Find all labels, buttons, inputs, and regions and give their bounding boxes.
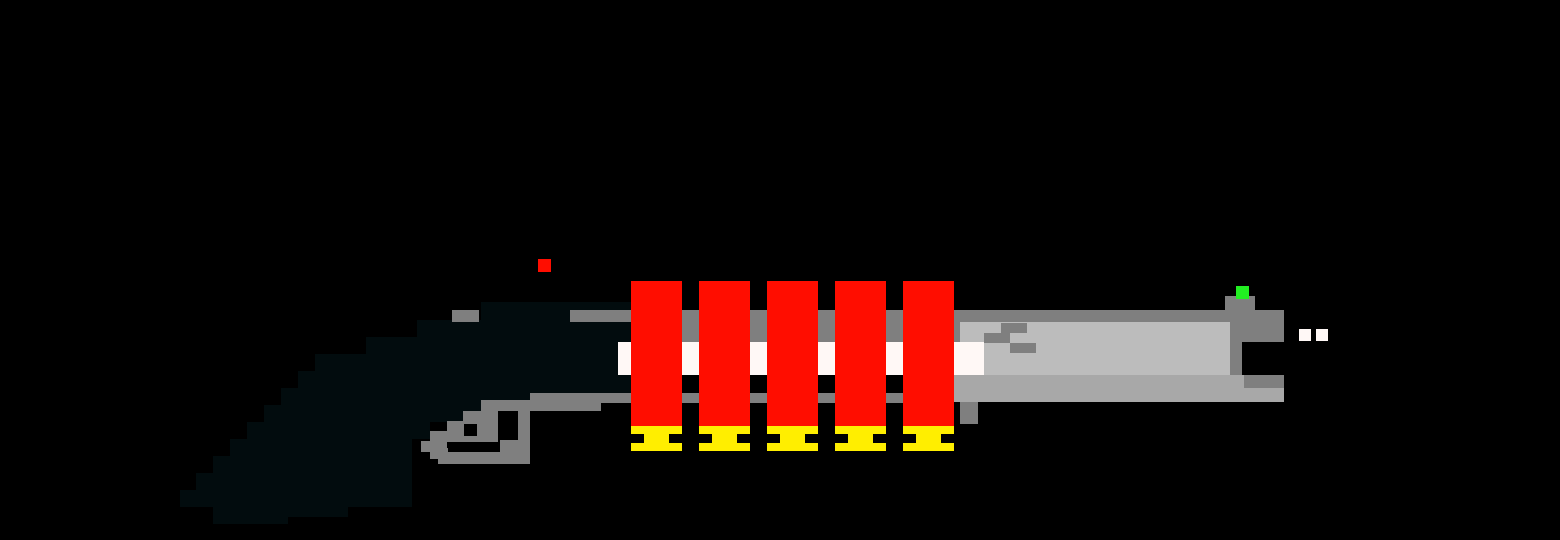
stock-cell <box>213 456 412 473</box>
shotgun-shell <box>631 281 682 451</box>
stock-cell <box>298 371 481 388</box>
shell-hull <box>631 281 682 426</box>
stock-cell <box>180 490 196 507</box>
barrel-cell <box>954 310 1284 322</box>
ejection-port-cell <box>750 342 767 375</box>
receiver-cell <box>452 322 631 393</box>
shotgun-shell <box>835 281 886 451</box>
inter-shell-metal-cell <box>682 310 699 322</box>
shell-hull <box>903 281 954 426</box>
shell-hull <box>767 281 818 426</box>
shell-base-notch <box>941 434 954 443</box>
barrel-cell <box>1225 296 1255 310</box>
shotgun-shell <box>903 281 954 451</box>
pump-forend-cell <box>1001 323 1027 333</box>
magazine-tube-cell <box>954 375 1244 388</box>
stock-cell <box>247 422 412 439</box>
shell-base-notch <box>631 434 644 443</box>
inter-shell-metal-cell <box>750 393 767 403</box>
stock-cell <box>366 337 400 354</box>
inter-shell-metal-cell <box>682 322 699 342</box>
top-rail-cell <box>452 310 479 322</box>
bottom-rail-cell <box>530 393 631 403</box>
trigger-guard-step <box>421 441 447 452</box>
muzzle-particle <box>1299 329 1311 341</box>
trigger-guard-post <box>518 400 530 464</box>
shotgun-shell <box>699 281 750 451</box>
rear-sight-dot-icon <box>538 259 551 272</box>
pump-forend-cell <box>1010 343 1036 353</box>
ejection-port-cell <box>682 342 699 375</box>
shotgun-shell <box>767 281 818 451</box>
stock-cell <box>230 439 412 456</box>
inter-shell-metal-cell <box>818 322 835 342</box>
shell-base-notch <box>767 434 780 443</box>
shell-hull <box>699 281 750 426</box>
shell-hull <box>835 281 886 426</box>
ejection-port-cell <box>886 342 903 375</box>
shell-base-notch <box>835 434 848 443</box>
shell-base-notch <box>903 434 916 443</box>
ejection-port-cell <box>954 342 984 375</box>
inter-shell-metal-cell <box>750 310 767 322</box>
stock-cell <box>281 388 481 405</box>
shell-base-notch <box>737 434 750 443</box>
stock-cell <box>412 405 464 422</box>
inter-shell-metal-cell <box>818 310 835 322</box>
front-sight-icon <box>1236 286 1249 299</box>
shell-base-notch <box>669 434 682 443</box>
magazine-tube-cell <box>954 388 1284 402</box>
stock-cell <box>213 507 288 524</box>
stock-cell <box>196 473 412 490</box>
inter-shell-metal-cell <box>818 393 835 403</box>
shell-base-notch <box>699 434 712 443</box>
inter-shell-metal-cell <box>682 393 699 403</box>
stock-cell <box>349 354 481 371</box>
muzzle-particle <box>1316 329 1328 341</box>
pump-forend-cell <box>984 333 1010 343</box>
stock-cell <box>196 490 412 507</box>
trigger-guard-top <box>481 400 601 411</box>
ejection-port-cell <box>818 342 835 375</box>
stock-cell <box>288 507 348 517</box>
shell-base-notch <box>805 434 818 443</box>
underbarrel-cell <box>960 402 978 424</box>
ejection-port-cell <box>618 342 631 375</box>
inter-shell-metal-cell <box>750 322 767 342</box>
trigger-guard-shoulder <box>500 440 520 452</box>
trigger-guard-bottom <box>438 452 530 464</box>
trigger-notch <box>464 424 477 436</box>
inter-shell-metal-cell <box>886 310 903 322</box>
stock-cell <box>412 422 430 439</box>
top-rail-cell <box>570 310 631 322</box>
inter-shell-metal-cell <box>886 322 903 342</box>
stock-cell <box>315 354 349 371</box>
inter-shell-metal-cell <box>886 393 903 403</box>
shell-base-notch <box>873 434 886 443</box>
